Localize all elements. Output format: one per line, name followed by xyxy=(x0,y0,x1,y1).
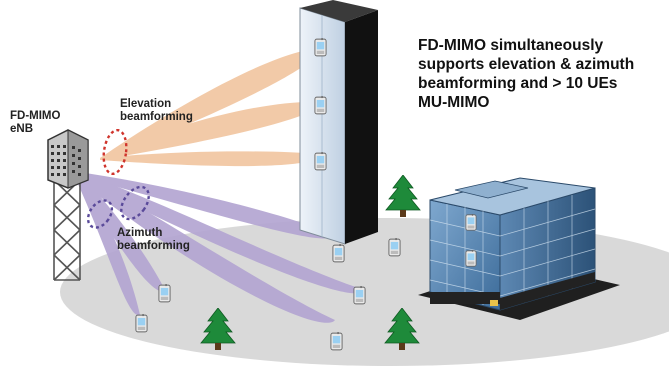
diagram-caption: FD-MIMO simultaneously supports elevatio… xyxy=(418,36,668,112)
azimuth-beamforming-label: Azimuth beamforming xyxy=(117,227,190,252)
azimuth-marker-2 xyxy=(86,199,114,229)
office-building-icon xyxy=(418,177,620,320)
elevation-beams xyxy=(100,48,321,167)
caption-line: beamforming and > 10 UEs xyxy=(418,75,618,92)
azimuth-marker xyxy=(120,185,150,221)
elevation-beamforming-label: Elevation beamforming xyxy=(120,98,193,123)
caption-line: MU-MIMO xyxy=(418,94,490,111)
elevation-marker xyxy=(102,128,128,176)
caption-line: supports elevation & azimuth xyxy=(418,56,635,73)
caption-line: FD-MIMO simultaneously xyxy=(418,37,604,54)
skyscraper-icon xyxy=(299,0,378,245)
antenna-tower-icon xyxy=(47,129,89,281)
enb-label: FD-MIMO eNB xyxy=(10,110,61,135)
